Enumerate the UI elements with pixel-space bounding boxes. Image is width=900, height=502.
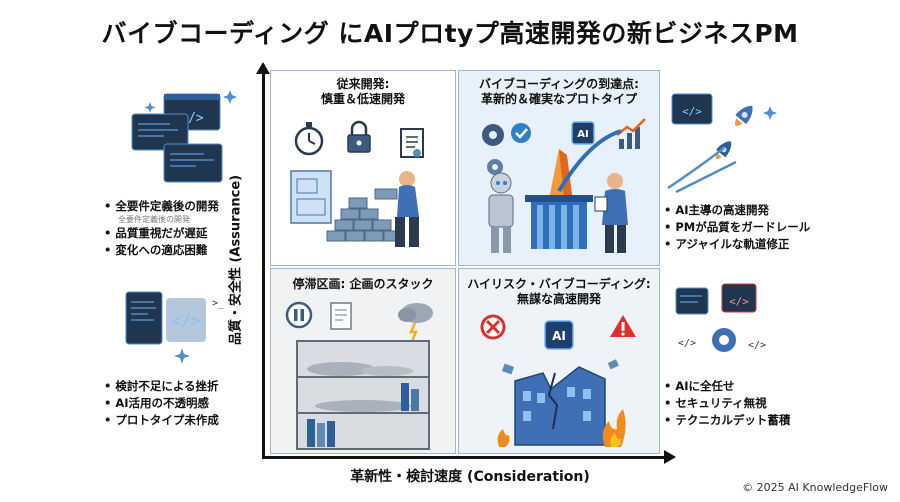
code-window-icon (125, 291, 163, 345)
storm-cloud-icon (398, 303, 433, 342)
rocket-icon (735, 105, 753, 127)
list-item: テクニカルデット蓄積 (664, 412, 790, 429)
rocket-icon (715, 141, 732, 160)
list-item: AI主導の高速開発 (664, 202, 810, 219)
code-brackets-icon: </> (678, 338, 696, 349)
list-item-note: 全要件定義後の開発 (118, 215, 190, 224)
warning-icon (610, 315, 636, 337)
tower-structure (525, 149, 593, 249)
code-window-icon (131, 113, 189, 151)
x-axis (262, 456, 666, 459)
sparkle-icon (144, 102, 156, 113)
svg-text:AI: AI (552, 329, 566, 343)
y-axis (262, 70, 265, 458)
worker-figure (374, 171, 419, 247)
quadrant-stagnation: 停滞区画: 企画のスタック (270, 268, 456, 454)
quadrant-title: ハイリスク・バイブコーディング: 無謀な高速開発 (459, 277, 659, 307)
bullets-traditional: 全要件定義後の開発 全要件定義後の開発 品質重視だが遅延 変化への適応困難 (104, 198, 219, 259)
robot-figure (488, 172, 514, 253)
gear-icon (482, 124, 504, 146)
gear-code-cluster: </> </> </> (675, 283, 766, 352)
pause-icon (285, 301, 313, 329)
list-item: 全要件定義後の開発 (104, 198, 219, 215)
blueprint-icon (290, 170, 332, 224)
code-window-cluster-top-left: </> (131, 90, 237, 183)
vibe-coding-goal-illustration: AI (482, 118, 646, 253)
list-item: 品質重視だが遅延 (104, 225, 219, 242)
page-title: バイブコーディング にAIプロtyプ高速開発の新ビジネスPM (101, 19, 799, 48)
crumbling-building (501, 359, 619, 446)
code-window-icon (163, 143, 223, 183)
growth-chart-icon (616, 118, 646, 149)
ai-chip-icon: AI (571, 121, 595, 145)
document-icon (400, 128, 424, 158)
list-item: 変化への適応困難 (104, 242, 219, 259)
x-axis-label: 革新性・検討速度 (Consideration) (350, 469, 590, 485)
quadrant-title-line2: 慎重＆低速開発 (320, 92, 405, 106)
prohibited-icon (480, 314, 506, 340)
sparkle-icon (174, 348, 190, 364)
list-item: 検討不足による挫折 (104, 378, 219, 395)
brick-wall (326, 197, 403, 242)
list-item: セキュリティ無視 (664, 395, 790, 412)
quadrant-title-line1: ハイリスク・バイブコーディング: (467, 277, 651, 291)
stopwatch-icon (294, 122, 324, 156)
x-axis-arrow-icon (664, 450, 676, 464)
sparkle-icon (223, 90, 237, 104)
y-axis-arrow-icon (256, 62, 270, 74)
quadrant-title-line1: バイブコーディングの到達点: (479, 77, 639, 91)
terminal-prompt-icon: >_ (212, 298, 225, 309)
code-window-icon (675, 287, 709, 315)
bookshelf (296, 340, 430, 450)
speed-lines (667, 147, 737, 194)
svg-text:</>: </> (729, 295, 749, 308)
quadrant-title-line2: 無謀な高速開発 (516, 292, 601, 306)
code-window-icon: </> (671, 93, 713, 125)
copyright: © 2025 AI KnowledgeFlow (742, 481, 888, 494)
list-item: AIに全任せ (664, 378, 790, 395)
pm-figure (594, 173, 628, 253)
traditional-development-illustration (290, 120, 424, 247)
gear-icon (487, 159, 503, 175)
quadrant-high-risk: ハイリスク・バイブコーディング: 無謀な高速開発 AI (458, 268, 660, 454)
ai-chip-icon: AI (544, 320, 574, 350)
quadrant-vibe-coding-goal: バイブコーディングの到達点: 革新的＆確実なプロトタイプ AI (458, 70, 660, 266)
svg-text:</>: </> (172, 311, 201, 330)
bullets-vibe-coding-goal: AI主導の高速開発 PMが品質をガードレール アジャイルな軌道修正 (664, 202, 810, 253)
list-item: PMが品質をガードレール (664, 219, 810, 236)
code-window-cluster-bottom-left: </> >_ (125, 291, 225, 364)
upward-arrow-icon (557, 129, 622, 193)
list-item: AI活用の不透明感 (104, 395, 219, 412)
fire-icon (497, 409, 626, 447)
high-risk-illustration: AI (480, 314, 636, 447)
quadrant-title: 従来開発: 慎重＆低速開発 (271, 77, 455, 107)
rocket-cluster: </> (667, 93, 777, 194)
bullets-high-risk: AIに全任せ セキュリティ無視 テクニカルデット蓄積 (664, 378, 790, 429)
quadrant-title: 停滞区画: 企画のスタック (292, 277, 434, 291)
code-brackets-icon: </> (166, 298, 206, 342)
list-item: プロトタイプ未作成 (104, 412, 219, 429)
quadrant-title-line1: 従来開発: (336, 77, 390, 91)
gear-icon (712, 328, 736, 352)
svg-text:AI: AI (577, 129, 588, 140)
svg-text:</>: </> (682, 105, 702, 118)
bullets-stagnation: 検討不足による挫折 AI活用の不透明感 プロトタイプ未作成 (104, 378, 219, 429)
sparkle-icon (763, 106, 777, 120)
code-window-icon: </> (721, 283, 757, 313)
document-icon (330, 302, 352, 330)
quadrant-traditional: 従来開発: 慎重＆低速開発 (270, 70, 456, 266)
code-brackets-icon: </> (748, 340, 766, 351)
list-item: アジャイルな軌道修正 (664, 236, 810, 253)
check-circle-icon (511, 123, 531, 143)
lock-icon (347, 120, 371, 153)
quadrant-title: バイブコーディングの到達点: 革新的＆確実なプロトタイプ (459, 77, 659, 107)
quadrant-title-line2: 革新的＆確実なプロトタイプ (480, 92, 637, 106)
stagnation-illustration (285, 301, 433, 450)
